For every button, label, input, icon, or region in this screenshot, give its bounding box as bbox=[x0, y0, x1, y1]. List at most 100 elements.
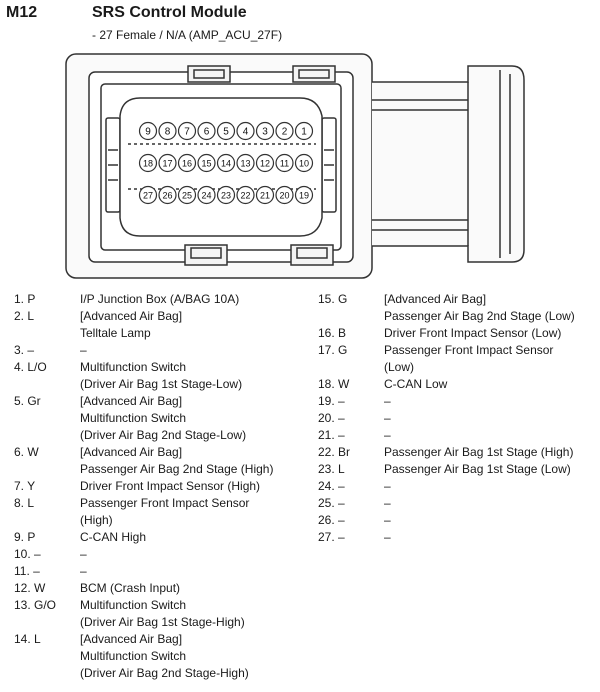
pin-cavity: 18 bbox=[138, 153, 158, 173]
pin-list-right: 15. G [Advanced Air Bag] Passenger Air Bag… bbox=[318, 291, 600, 546]
pin-description-line: (Driver Air Bag 1st Stage-Low) bbox=[80, 377, 243, 391]
pin-description-line: [Advanced Air Bag] bbox=[80, 445, 183, 459]
page-title: SRS Control Module bbox=[92, 4, 247, 21]
pin-cavity: 16 bbox=[177, 153, 197, 173]
pin-description-line: Multifunction Switch bbox=[80, 360, 187, 374]
pin-description-line: – bbox=[80, 564, 87, 578]
pin-entry: 26. –– bbox=[318, 512, 600, 529]
pin-description: Passenger Front Impact Sensor(Low) bbox=[384, 342, 600, 376]
pin-description: [Advanced Air Bag]Passenger Air Bag 2nd … bbox=[80, 444, 314, 478]
pin-circle bbox=[275, 153, 294, 173]
pin-description: – bbox=[80, 546, 314, 563]
pin-description-line: (Driver Air Bag 1st Stage-High) bbox=[80, 615, 245, 629]
pin-number: 12 bbox=[260, 159, 270, 169]
pin-description-line: (Low) bbox=[384, 360, 415, 374]
bottom-latch-left bbox=[184, 244, 228, 266]
pin-number: 11 bbox=[280, 159, 289, 169]
pin-description-line: – bbox=[384, 479, 391, 493]
pin-description: Driver Front Impact Sensor (High) bbox=[80, 478, 314, 495]
pin-description: [Advanced Air Bag]Multifunction Switch(D… bbox=[80, 631, 314, 682]
pin-entry: 24. –– bbox=[318, 478, 600, 495]
pin-label: 18. W bbox=[318, 377, 350, 391]
pin-circle bbox=[197, 153, 216, 173]
pin-circle bbox=[216, 185, 236, 205]
pin-description: – bbox=[384, 427, 600, 444]
pin-circle bbox=[138, 121, 158, 141]
pin-circle bbox=[236, 185, 255, 205]
pin-cavity: 21 bbox=[255, 185, 275, 205]
pin-label: 10. – bbox=[14, 547, 41, 561]
pin-circle bbox=[236, 153, 255, 173]
pin-description-line: Passenger Front Impact Sensor bbox=[80, 496, 250, 510]
pin-circle bbox=[177, 153, 197, 173]
bottom-latch-right bbox=[290, 244, 334, 266]
pin-label: 21. – bbox=[318, 428, 345, 442]
pin-number: 17 bbox=[162, 159, 172, 169]
pin-number: 8 bbox=[165, 127, 171, 138]
pin-number: 4 bbox=[243, 127, 249, 138]
pin-number: 2 bbox=[282, 127, 288, 138]
pin-number: 16 bbox=[182, 159, 192, 169]
pin-circle bbox=[158, 153, 177, 173]
pin-circle bbox=[275, 121, 294, 141]
pin-entry: 17. G Passenger Front Impact Sensor(Low) bbox=[318, 342, 600, 376]
pin-cavity: 11 bbox=[275, 153, 294, 173]
pin-circle bbox=[177, 121, 197, 141]
pin-description-line: [Advanced Air Bag] bbox=[384, 292, 487, 306]
pin-description-line: – bbox=[80, 547, 87, 561]
pin-entry: 20. –– bbox=[318, 410, 600, 427]
pin-number: 22 bbox=[240, 191, 250, 201]
pin-description-line: [Advanced Air Bag] bbox=[80, 394, 183, 408]
pin-description: [Advanced Air Bag]Telltale Lamp bbox=[80, 308, 314, 342]
pin-description-line: – bbox=[384, 530, 391, 544]
pin-number: 7 bbox=[184, 127, 190, 138]
pin-label: 22. Br bbox=[318, 445, 351, 459]
pin-label: 17. G bbox=[318, 343, 348, 357]
pin-circle bbox=[255, 153, 275, 173]
pin-circle bbox=[216, 121, 236, 141]
pin-cavity: 3 bbox=[255, 121, 275, 141]
pin-description: – bbox=[384, 529, 600, 546]
pin-label: 15. G bbox=[318, 292, 348, 306]
pin-label: 20. – bbox=[318, 411, 345, 425]
pin-description: Driver Front Impact Sensor (Low) bbox=[384, 325, 600, 342]
pin-entry: 18. W C-CAN Low bbox=[318, 376, 600, 393]
pin-label: 23. L bbox=[318, 462, 345, 476]
pin-description: – bbox=[80, 342, 314, 359]
pin-description-line: – bbox=[384, 496, 391, 510]
pin-circle bbox=[197, 185, 216, 205]
pin-entry: 15. G [Advanced Air Bag] Passenger Air Bag… bbox=[318, 291, 600, 325]
pin-description: – bbox=[384, 495, 600, 512]
pin-description: – bbox=[80, 563, 314, 580]
pin-description-line: C-CAN High bbox=[80, 530, 147, 544]
pin-cavity: 25 bbox=[177, 185, 197, 205]
pin-number: 24 bbox=[201, 191, 211, 201]
pin-description: C-CAN Low bbox=[384, 376, 600, 393]
pin-description: [Advanced Air Bag] Passenger Air Bag 2nd … bbox=[384, 291, 600, 325]
pin-description-line: – bbox=[384, 394, 391, 408]
pin-description-line: (High) bbox=[80, 513, 113, 527]
pin-cavity: 12 bbox=[255, 153, 275, 173]
pin-description-line: Passenger Air Bag 2nd Stage (Low) bbox=[384, 309, 575, 323]
pin-cavity: 20 bbox=[275, 185, 294, 205]
pin-cavity: 10 bbox=[294, 153, 314, 173]
pin-label: 5. Gr bbox=[14, 394, 41, 408]
pin-number: 5 bbox=[223, 127, 229, 138]
pin-number: 15 bbox=[201, 159, 211, 169]
pin-number: 3 bbox=[262, 127, 268, 138]
pin-cavity: 5 bbox=[216, 121, 236, 141]
pin-description-line: – bbox=[384, 428, 391, 442]
pin-cavity: 26 bbox=[158, 185, 177, 205]
pin-description-line: Driver Front Impact Sensor (High) bbox=[80, 479, 261, 493]
pin-description: [Advanced Air Bag]Multifunction Switch(D… bbox=[80, 393, 314, 444]
pin-entry: 21. – – bbox=[318, 427, 600, 444]
pin-circle bbox=[158, 185, 177, 205]
pin-description-line: Multifunction Switch bbox=[80, 411, 187, 425]
pin-description: – bbox=[384, 393, 600, 410]
